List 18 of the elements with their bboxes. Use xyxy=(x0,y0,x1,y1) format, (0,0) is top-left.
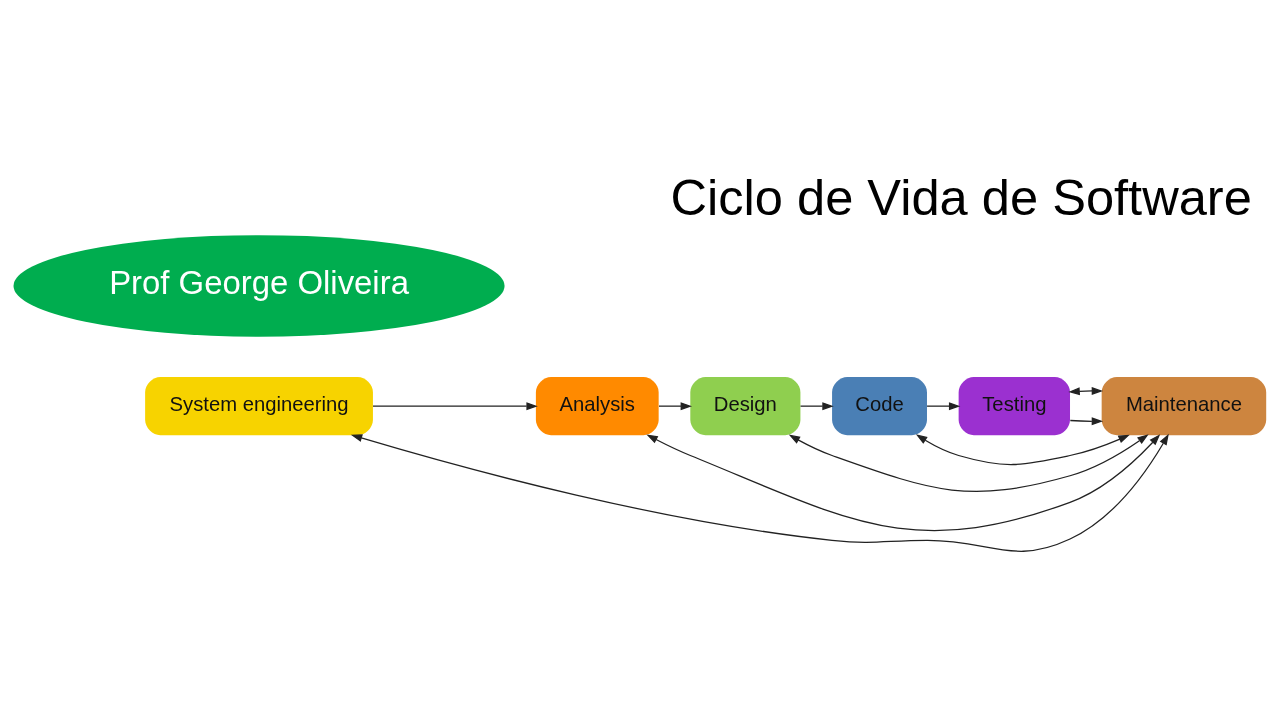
arrow xyxy=(926,401,961,410)
arrow xyxy=(372,401,538,410)
node-box: System engineering xyxy=(145,376,373,435)
arrow xyxy=(799,401,834,410)
node-box: Maintenance xyxy=(1101,376,1267,435)
arrow xyxy=(788,433,1149,492)
arrow xyxy=(658,401,693,410)
arrow xyxy=(1068,386,1104,395)
node-box: Testing xyxy=(958,376,1070,435)
arrow xyxy=(1069,416,1104,425)
arrow xyxy=(915,433,1130,465)
node-box: Analysis xyxy=(535,376,659,435)
diagram-title: Ciclo de Vida de Software xyxy=(670,168,1252,226)
arrow xyxy=(350,433,1169,552)
node-box: Code xyxy=(832,376,927,435)
node-box: Design xyxy=(690,376,801,435)
node-ellipse: Prof George Oliveira xyxy=(13,234,505,337)
arrow xyxy=(646,433,1161,531)
